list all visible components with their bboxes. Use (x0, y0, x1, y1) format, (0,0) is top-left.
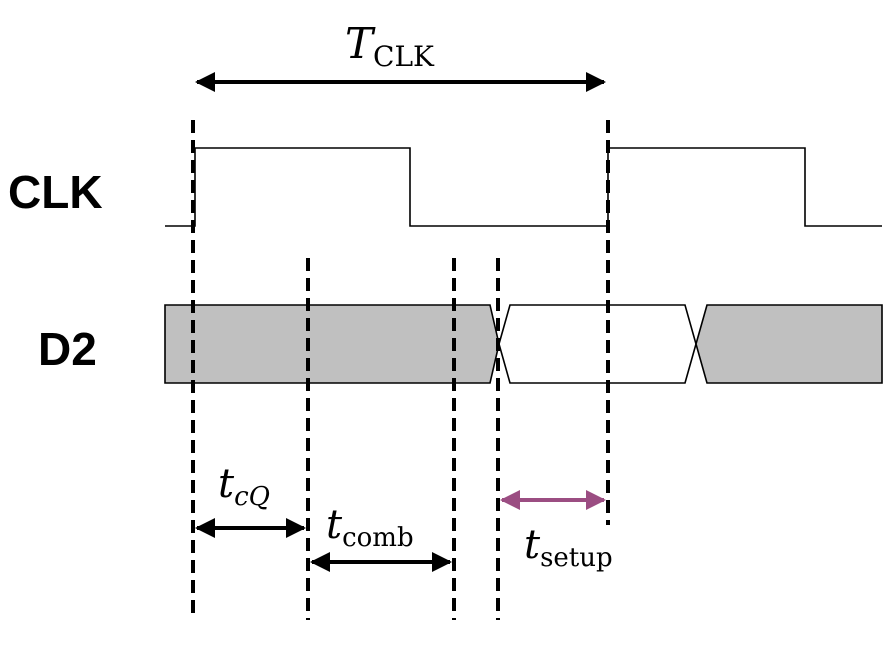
d2-new-data-segment (498, 304, 697, 384)
d2-old-data-segment (164, 304, 500, 384)
setup-time-label: tsetup (524, 522, 613, 573)
clk-waveform (165, 147, 882, 227)
combinational-delay-label: tcomb (326, 502, 414, 553)
d2-next-data-segment (695, 304, 883, 384)
clock-to-q-label: tcQ (218, 461, 270, 512)
clk-signal-label: CLK (8, 166, 103, 218)
d2-signal-label: D2 (38, 323, 97, 375)
clock-period-label: TCLK (345, 19, 435, 73)
